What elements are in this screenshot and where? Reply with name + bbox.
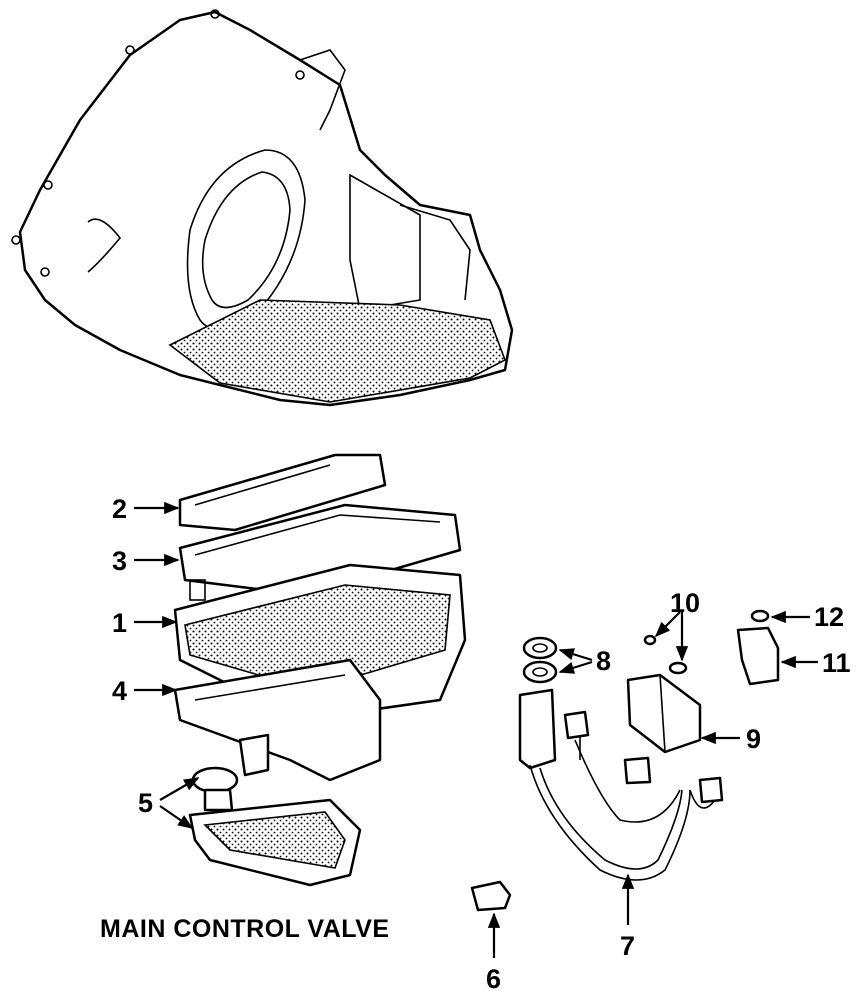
callout-12: 12 xyxy=(814,602,844,632)
oil-filter xyxy=(188,766,362,887)
callout-11: 11 xyxy=(822,648,851,678)
diagram-caption: MAIN CONTROL VALVE xyxy=(100,915,390,943)
bolts-10 xyxy=(643,634,688,675)
leader-lines xyxy=(134,501,818,958)
sensor-6 xyxy=(470,880,512,912)
separator-plate-upper xyxy=(178,453,387,532)
callout-9: 9 xyxy=(746,724,761,754)
bolt-12 xyxy=(750,609,770,623)
callout-4: 4 xyxy=(112,676,127,706)
wiring-harness xyxy=(518,688,724,881)
callout-1: 1 xyxy=(112,608,127,638)
module-9 xyxy=(626,673,702,754)
gasket-lower xyxy=(173,658,382,782)
o-rings xyxy=(522,636,558,684)
transmission-assembly xyxy=(11,9,514,407)
callout-8: 8 xyxy=(596,646,611,676)
callout-7: 7 xyxy=(620,931,635,961)
callout-3: 3 xyxy=(112,546,127,576)
callout-6: 6 xyxy=(486,964,501,994)
callout-2: 2 xyxy=(112,494,127,524)
callout-5: 5 xyxy=(138,788,153,818)
callout-10: 10 xyxy=(670,588,700,618)
gasket-upper xyxy=(178,503,462,597)
sensor-11 xyxy=(736,626,780,686)
